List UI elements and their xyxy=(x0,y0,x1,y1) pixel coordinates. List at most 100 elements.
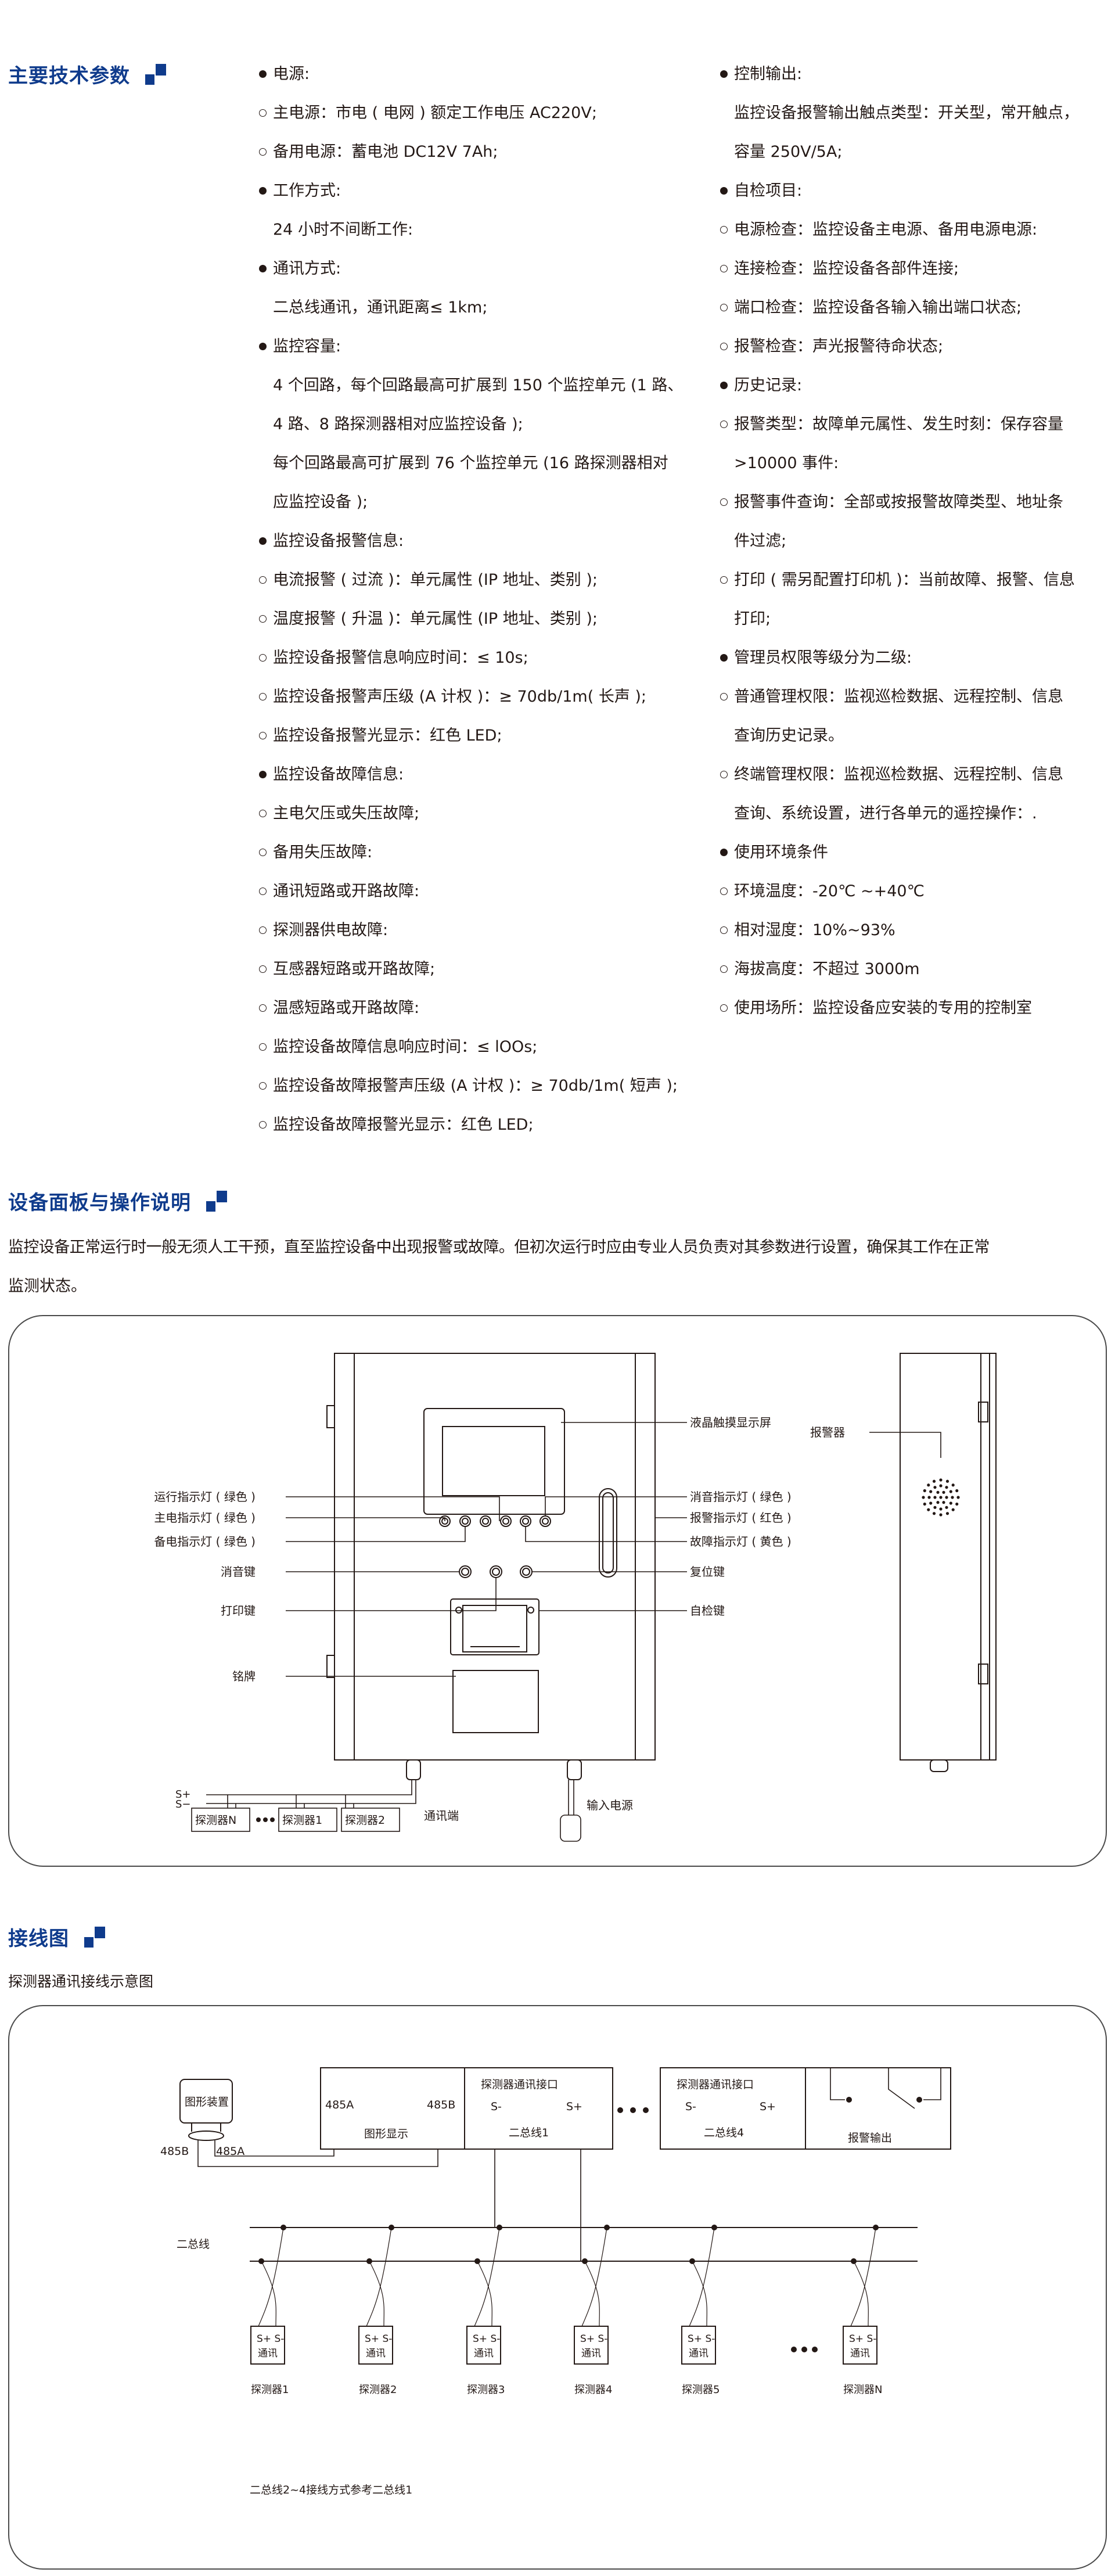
spec-text: 探测器供电故障: xyxy=(273,921,389,939)
bullet-dot-icon xyxy=(259,249,273,288)
spec-item: 4 个回路，每个回路最高可扩展到 150 个监控单元 (1 路、 xyxy=(259,366,683,405)
wiring-subtitle: 探测器通讯接线示意图 xyxy=(8,1973,154,1990)
detector-comm-label: 通讯 xyxy=(258,2348,278,2359)
label-bus4-s-plus: S+ xyxy=(760,2100,776,2113)
label-fault-led: 故障指示灯 ( 黄色 ) xyxy=(690,1535,792,1549)
cabinet-side xyxy=(900,1353,997,1772)
detector-name: 探测器1 xyxy=(251,2384,289,2396)
spec-item: 备用电源：蓄电池 DC12V 7Ah; xyxy=(259,132,683,171)
bullet-ring-icon xyxy=(259,1105,273,1144)
spec-text: 监控设备故障报警光显示：红色 LED; xyxy=(273,1116,534,1134)
spec-text: 备用电源：蓄电池 DC12V 7Ah; xyxy=(273,143,498,161)
detector-name: 探测器5 xyxy=(682,2384,720,2396)
spec-item: >10000 事件: xyxy=(720,444,1079,483)
speaker-hole xyxy=(945,1496,948,1499)
spec-item: 每个回路最高可扩展到 76 个监控单元 (16 路探测器相对 xyxy=(259,444,683,483)
bullet-ring-icon xyxy=(259,794,273,833)
spec-text: 电流报警 ( 过流 )：单元属性 (IP 地址、类别 ); xyxy=(273,571,598,589)
printer xyxy=(450,1598,539,1655)
speaker-hole xyxy=(951,1508,955,1511)
spec-item: 报警事件查询：全部或按报警故障类型、地址条 xyxy=(720,483,1079,522)
detector-box-2: 探测器2 xyxy=(345,1814,385,1827)
label-mute-key: 消音键 xyxy=(221,1565,256,1579)
label-selftest-key: 自检键 xyxy=(690,1604,725,1618)
spec-item: 通讯短路或开路故障: xyxy=(259,872,683,911)
bullet-ring-icon xyxy=(259,638,273,677)
speaker-hole xyxy=(939,1513,943,1517)
detector-terminals: S+ S- xyxy=(688,2333,715,2345)
detector-terminals: S+ S- xyxy=(473,2333,500,2345)
spec-text: 海拔高度：不超过 3000m xyxy=(734,960,920,978)
bullet-dot-icon xyxy=(259,755,273,794)
section-square-icon xyxy=(145,63,166,85)
speaker-hole xyxy=(923,1489,926,1493)
spec-text: 件过滤; xyxy=(734,532,787,550)
bullet-dot-icon xyxy=(720,366,734,405)
detector-terminals: S+ S- xyxy=(365,2333,392,2345)
bullet-dot-icon xyxy=(720,55,734,94)
twisted-pair-wire xyxy=(584,2261,600,2327)
bullet-ring-icon xyxy=(720,327,734,366)
section-title-wiring: 接线图 xyxy=(8,1923,105,1951)
spec-item: 打印; xyxy=(720,599,1079,638)
bullet-ring-icon xyxy=(720,210,734,249)
spec-item: 管理员权限等级分为二级: xyxy=(720,638,1079,677)
label-alarm-led: 报警指示灯 ( 红色 ) xyxy=(690,1511,792,1525)
detector-comm-label: 通讯 xyxy=(581,2348,601,2359)
spec-text: 二总线通讯，通讯距离≤ 1km; xyxy=(273,299,488,317)
panel-intro-line-1: 监控设备正常运行时一般无须人工干预，直至监控设备中出现报警或故障。但初次运行时应… xyxy=(8,1238,990,1256)
spec-item: 报警检查：声光报警待命状态; xyxy=(720,327,1079,366)
bullet-ring-icon xyxy=(720,405,734,444)
detector-box xyxy=(250,2326,285,2365)
label-display-485a: 485A xyxy=(325,2099,354,2111)
spec-item: 终端管理权限：监视巡检数据、远程控制、信息 xyxy=(720,755,1079,794)
spec-item: 监控设备报警光显示：红色 LED; xyxy=(259,716,683,755)
spec-text: 报警类型：故障单元属性、发生时刻：保存容量 xyxy=(734,415,1063,433)
bullet-ring-icon xyxy=(720,911,734,950)
power-plug-icon xyxy=(560,1815,581,1842)
bullet-ring-icon xyxy=(720,249,734,288)
bullet-ring-icon xyxy=(259,716,273,755)
spec-text: 监控设备故障信息: xyxy=(273,766,404,784)
speaker-hole xyxy=(956,1496,960,1499)
label-alarm-output: 报警输出 xyxy=(848,2132,892,2144)
spec-item: 应监控设备 ); xyxy=(259,483,683,522)
twisted-pair-wire xyxy=(369,2261,384,2327)
detector-box xyxy=(574,2326,609,2365)
indicator-leds xyxy=(439,1515,551,1527)
bullet-ring-icon xyxy=(259,911,273,950)
spec-text: 容量 250V/5A; xyxy=(734,143,843,161)
speaker-hole xyxy=(939,1507,943,1511)
label-device-485b: 485B xyxy=(160,2145,189,2158)
speaker-hole xyxy=(955,1502,959,1506)
cabinet-front xyxy=(326,1353,656,1761)
bullet-ring-icon xyxy=(720,288,734,327)
graphic-device-box xyxy=(179,2079,233,2124)
detector-name: 探测器4 xyxy=(574,2384,612,2396)
spec-item: 海拔高度：不超过 3000m xyxy=(720,950,1079,989)
spec-item: 查询、系统设置，进行各单元的遥控操作：. xyxy=(720,794,1079,833)
label-bus1: 二总线1 xyxy=(509,2126,549,2139)
spec-text: 温度报警 ( 升温 )：单元属性 (IP 地址、类别 ); xyxy=(273,610,598,628)
spec-text: 24 小时不间断工作: xyxy=(273,221,413,239)
lcd-screen xyxy=(442,1426,545,1496)
speaker-hole xyxy=(939,1484,943,1488)
spec-text: 打印 ( 需另配置打印机 )：当前故障、报警、信息 xyxy=(734,571,1075,589)
detector-box xyxy=(358,2326,393,2365)
spec-text: 通讯方式: xyxy=(273,260,341,278)
specs-title-text: 主要技术参数 xyxy=(8,64,130,88)
speaker-hole xyxy=(949,1490,952,1493)
speaker-hole xyxy=(945,1506,948,1509)
spec-item: 容量 250V/5A; xyxy=(720,132,1079,171)
spec-item: 相对湿度：10%~93% xyxy=(720,911,1079,950)
panel-title-text: 设备面板与操作说明 xyxy=(8,1191,191,1215)
spec-text: 应监控设备 ); xyxy=(273,493,368,511)
bullet-ring-icon xyxy=(720,755,734,794)
bullet-ring-icon xyxy=(259,132,273,171)
spec-text: 普通管理权限：监视巡检数据、远程控制、信息 xyxy=(734,688,1063,706)
panel-intro-line-2: 监测状态。 xyxy=(8,1277,87,1295)
bullet-ring-icon xyxy=(720,950,734,989)
bullet-ring-icon xyxy=(720,677,734,716)
detector-name: 探测器3 xyxy=(467,2384,505,2396)
label-print-key: 打印键 xyxy=(221,1604,256,1618)
